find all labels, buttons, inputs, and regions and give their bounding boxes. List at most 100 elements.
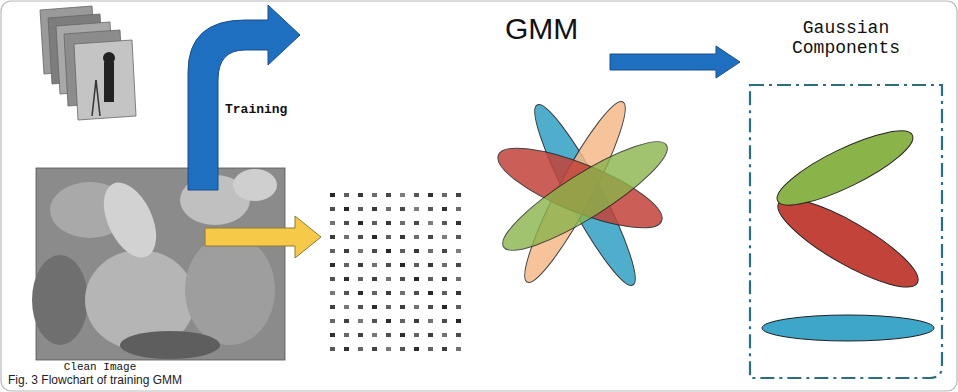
training-arrow [188,5,300,190]
patch [372,221,377,225]
patch [456,305,461,309]
patch [400,333,405,337]
patch [456,263,461,267]
patch [372,249,377,253]
patch [442,333,447,337]
patch [456,235,461,239]
patch [344,347,349,351]
patch [428,305,433,309]
patch [400,319,405,323]
patch [386,221,391,225]
patch [456,193,461,197]
patch [442,277,447,281]
patch [330,207,335,211]
patch [386,207,391,211]
patch [358,277,363,281]
patch [414,291,419,295]
image-label: Clean Image [64,361,137,373]
patch [456,207,461,211]
patch [330,319,335,323]
figure-caption: Fig. 3 Flowchart of training GMM [8,373,182,387]
patch [344,193,349,197]
patch [442,291,447,295]
patch [442,263,447,267]
patch [400,235,405,239]
flow-arrow [610,46,740,78]
patch [386,235,391,239]
patch [330,347,335,351]
arrow-label: Training [225,102,287,117]
patch [414,263,419,267]
patch [414,319,419,323]
patch [414,193,419,197]
patch [330,235,335,239]
patch [344,277,349,281]
patch [372,319,377,323]
patch [344,235,349,239]
patch [400,221,405,225]
patch [456,333,461,337]
patch [330,333,335,337]
patch [358,221,363,225]
patch [414,221,419,225]
patch [386,347,391,351]
patch [358,291,363,295]
patch [428,333,433,337]
patch [386,249,391,253]
patch [358,193,363,197]
box-heading: Gaussian Components [771,18,921,58]
model-title: GMM [505,11,578,47]
patch [414,277,419,281]
patch [400,263,405,267]
patch [428,207,433,211]
patch [428,235,433,239]
patch [442,347,447,351]
patch [386,305,391,309]
patch [386,193,391,197]
patch [428,249,433,253]
patch [358,319,363,323]
patch [330,221,335,225]
patch [428,193,433,197]
patch [372,207,377,211]
dashed-border [750,85,942,378]
patch [428,221,433,225]
patch [428,319,433,323]
patch [358,207,363,211]
patch [372,291,377,295]
patch [442,319,447,323]
patch [400,347,405,351]
patch [442,221,447,225]
patch [330,277,335,281]
patch [400,193,405,197]
clean-image [32,168,285,360]
patch [442,249,447,253]
patch [414,347,419,351]
extract-arrow [205,216,321,258]
patch [456,221,461,225]
patch [428,291,433,295]
patch [358,347,363,351]
patch [456,249,461,253]
patch [414,305,419,309]
patch [414,249,419,253]
patch [330,193,335,197]
patch [428,277,433,281]
patch [386,291,391,295]
patch [330,249,335,253]
patch [400,291,405,295]
component-ellipses [762,118,934,341]
patch [372,305,377,309]
patch [372,277,377,281]
patch [330,305,335,309]
patch [428,263,433,267]
patch [414,333,419,337]
image-stack [40,6,136,120]
patch [344,249,349,253]
patch [358,235,363,239]
patch [442,193,447,197]
patch [330,291,335,295]
